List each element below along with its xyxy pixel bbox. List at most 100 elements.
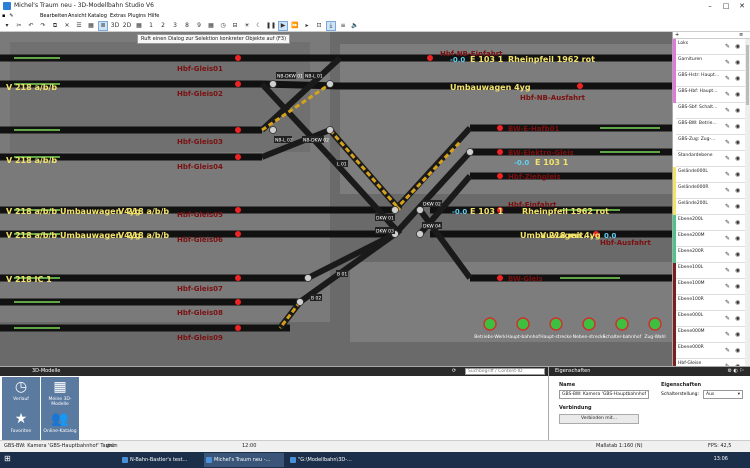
- clock-icon[interactable]: ◷: [220, 22, 226, 29]
- save-icon[interactable]: ▪: [2, 13, 6, 19]
- switch-label[interactable]: DKW 02: [423, 202, 441, 208]
- eye-icon[interactable]: ◉: [735, 315, 741, 322]
- train-label[interactable]: Rheinpfeil 1962 rot: [508, 55, 595, 64]
- train-label[interactable]: Umbauwagen 4yg: [450, 83, 531, 92]
- layer-row[interactable]: Hbf-Gleise✎◉: [673, 359, 750, 366]
- track-label[interactable]: Hbf-Gleis05: [177, 211, 223, 219]
- task-item[interactable]: "G:\Modellbahn\3D-...: [288, 453, 358, 467]
- select-dialog-icon[interactable]: ≣: [98, 20, 108, 31]
- search-input[interactable]: Suchbegriff / Content-ID: [465, 368, 545, 375]
- undo-icon[interactable]: ↶: [28, 22, 34, 29]
- task-item[interactable]: N-Bahn-Bastler's test...: [120, 453, 200, 467]
- track-label[interactable]: Hbf-Gleis01: [177, 65, 223, 73]
- close-button[interactable]: ✕: [739, 2, 745, 10]
- panel-tools-icon[interactable]: ⚙ ◐ ⚐: [727, 368, 744, 374]
- gbs-button[interactable]: Zug-Wahl: [644, 317, 666, 340]
- layer-row[interactable]: Gelände000R✎◉: [673, 183, 750, 199]
- camera-8-button[interactable]: 8: [185, 22, 189, 29]
- pause-icon[interactable]: ❚❚: [265, 22, 277, 29]
- menu-hilfe[interactable]: Hilfe: [148, 13, 160, 19]
- track-label[interactable]: Hbf-NB-Einfahrt: [440, 50, 503, 58]
- eye-icon[interactable]: ◉: [735, 187, 741, 194]
- grid-icon[interactable]: ▦: [208, 22, 214, 29]
- switch-state-select[interactable]: Aus▾: [703, 390, 743, 399]
- eye-icon[interactable]: ◉: [735, 203, 741, 210]
- track-label[interactable]: BW-Gleis: [508, 275, 543, 283]
- track-label[interactable]: BW-E-Hafb01: [508, 125, 559, 133]
- track-label[interactable]: Hbf-Gleis06: [177, 236, 223, 244]
- train-label[interactable]: V 218 mit...: [540, 231, 592, 240]
- filter-icon[interactable]: ≡: [739, 32, 744, 38]
- fast-forward-icon[interactable]: ⏩: [291, 22, 299, 29]
- track-label[interactable]: Hbf-Gleis04: [177, 163, 223, 171]
- pin-icon[interactable]: ✎: [725, 331, 731, 338]
- eye-icon[interactable]: ◉: [735, 75, 741, 82]
- switch-label[interactable]: B 02: [311, 296, 321, 302]
- pin-icon[interactable]: ✎: [725, 171, 731, 178]
- eye-icon[interactable]: ◉: [735, 43, 741, 50]
- catalog-tile[interactable]: 👥Online-Katalog: [41, 409, 79, 441]
- speaker-icon[interactable]: 🔈: [351, 22, 359, 29]
- pin-icon[interactable]: ✎: [725, 283, 731, 290]
- layer-row[interactable]: Standardebene✎◉: [673, 151, 750, 167]
- layer-row[interactable]: Ebene000L✎◉: [673, 311, 750, 327]
- weather-icon[interactable]: ☀: [244, 22, 250, 29]
- train-label[interactable]: E 103 1: [470, 207, 504, 216]
- step-icon[interactable]: ▸: [305, 22, 309, 29]
- train-label[interactable]: V 218 a/b/b: [6, 83, 57, 92]
- train-label[interactable]: Umbauwagen 4yg: [60, 231, 141, 240]
- refresh-icon[interactable]: ⟳: [452, 368, 457, 374]
- eye-icon[interactable]: ◉: [735, 299, 741, 306]
- menu-bearbeiten[interactable]: Bearbeiten: [40, 13, 68, 19]
- eye-icon[interactable]: ◉: [735, 235, 741, 242]
- pin-icon[interactable]: ✎: [725, 139, 731, 146]
- pin-icon[interactable]: ✎: [725, 187, 731, 194]
- track-label[interactable]: Hbf-Gleis09: [177, 334, 223, 342]
- track-label[interactable]: Hbf-Ziehgleis: [508, 173, 561, 181]
- eye-icon[interactable]: ◉: [735, 347, 741, 354]
- redo-icon[interactable]: ↷: [40, 22, 46, 29]
- layer-row[interactable]: Ebene000M✎◉: [673, 327, 750, 343]
- gbs-button[interactable]: Schalter-bahnhof: [603, 317, 642, 340]
- layer-row[interactable]: Ebene100L✎◉: [673, 263, 750, 279]
- train-label[interactable]: V 218 a/b/b: [6, 231, 57, 240]
- eye-icon[interactable]: ◉: [735, 171, 741, 178]
- eye-icon[interactable]: ◉: [735, 363, 740, 366]
- switch-label[interactable]: L 01: [337, 162, 347, 168]
- menu-katalog[interactable]: Katalog: [88, 13, 107, 19]
- eye-icon[interactable]: ◉: [735, 267, 741, 274]
- pin-icon[interactable]: ✎: [725, 219, 731, 226]
- train-label[interactable]: V 218 a/b/b: [6, 156, 57, 165]
- pin-icon[interactable]: ✎: [725, 75, 731, 82]
- layer-scrollbar[interactable]: [745, 39, 750, 366]
- scissors-icon[interactable]: ✂: [16, 22, 22, 29]
- layer-row[interactable]: Loks✎◉: [673, 39, 750, 55]
- track-label[interactable]: Hbf-Einfahrt: [508, 201, 557, 209]
- camera-icon[interactable]: ⊡: [316, 22, 322, 29]
- name-field[interactable]: GBS-BW: Kamera 'GBS-Hauptbahnhof T: [559, 390, 649, 399]
- train-label[interactable]: Umbauwagen 4yg: [520, 231, 601, 240]
- grid-icon[interactable]: ▦: [88, 22, 94, 29]
- eye-icon[interactable]: ◉: [735, 283, 741, 290]
- catalog-tile[interactable]: ▦Meine 3D-Modelle: [41, 377, 79, 409]
- pin-icon[interactable]: ✎: [725, 347, 731, 354]
- view-2d-button[interactable]: 2D: [122, 22, 132, 29]
- settings-icon[interactable]: ≡: [340, 22, 346, 29]
- eye-icon[interactable]: ◉: [735, 59, 741, 66]
- pin-icon[interactable]: ✎: [725, 155, 731, 162]
- add-layer-icon[interactable]: +: [675, 32, 680, 38]
- train-label[interactable]: Rheinpfeil 1962 rot: [522, 207, 609, 216]
- switch-label[interactable]: NB-DKW 02: [303, 138, 329, 144]
- grid-view-icon[interactable]: ▦: [136, 22, 142, 29]
- moon-icon[interactable]: ☾: [256, 22, 262, 29]
- layer-row[interactable]: Ebene200L✎◉: [673, 215, 750, 231]
- switch-label[interactable]: B 01: [337, 272, 347, 278]
- gbs-button[interactable]: Betriebs-Werk: [474, 317, 506, 340]
- pin-icon[interactable]: ✎: [725, 299, 731, 306]
- layer-row[interactable]: Ebene100M✎◉: [673, 279, 750, 295]
- layer-row[interactable]: Ebene200M✎◉: [673, 231, 750, 247]
- pin-icon[interactable]: ✎: [725, 59, 731, 66]
- gbs-button[interactable]: Haupt-strecke: [540, 317, 572, 340]
- camera-3-button[interactable]: 3: [173, 22, 177, 29]
- switch-label[interactable]: NB-DKW 01: [277, 74, 303, 80]
